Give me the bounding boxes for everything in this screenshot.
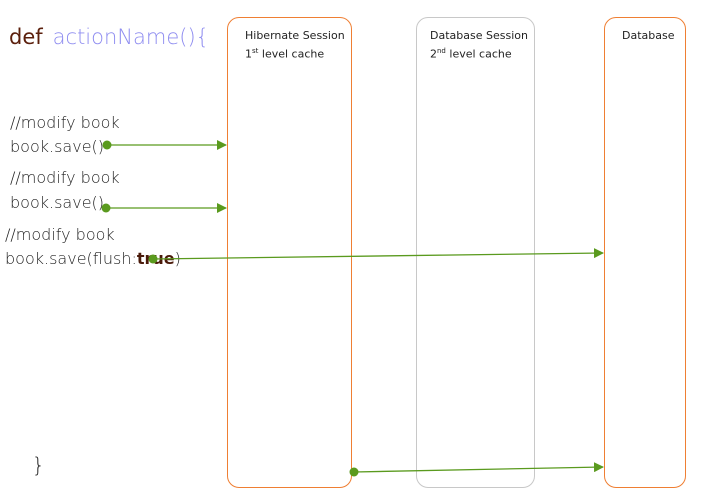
database-lane: Database — [604, 17, 686, 488]
first-level-cache-label: 1st level cache — [245, 47, 324, 61]
save-1-arrow — [102, 140, 227, 150]
database-session-title: Database Session — [430, 29, 528, 42]
statement-save-2: book.save() — [10, 193, 105, 212]
commit-arrow — [349, 462, 604, 477]
database-title: Database — [622, 29, 675, 42]
statement-save-1: book.save() — [10, 137, 105, 156]
second-level-cache-label: 2nd level cache — [430, 47, 512, 61]
comment-modify-book-3: //modify book — [5, 225, 115, 244]
first-level-text: level cache — [258, 47, 325, 61]
commit-arrow-line — [353, 462, 604, 473]
function-declaration: def actionName(){ — [9, 25, 209, 49]
hibernate-session-title: Hibernate Session — [245, 29, 345, 42]
closing-brace: } — [32, 453, 45, 477]
second-level-number: 2 — [430, 47, 437, 61]
function-name: actionName(){ — [52, 25, 209, 49]
save-flush-prefix: book.save(flush: — [5, 249, 137, 268]
second-level-ordinal: nd — [437, 47, 446, 55]
comment-modify-book-1: //modify book — [10, 113, 120, 132]
hibernate-session-lane: Hibernate Session 1st level cache — [227, 17, 352, 488]
flush-arrow-line — [152, 248, 604, 260]
database-session-lane: Database Session 2nd level cache — [416, 17, 535, 488]
comment-modify-book-2: //modify book — [10, 168, 120, 187]
first-level-ordinal: st — [252, 47, 259, 55]
flush-arrow — [148, 248, 604, 264]
first-level-number: 1 — [245, 47, 252, 61]
save-2-arrow — [101, 203, 227, 213]
def-keyword: def — [9, 25, 43, 49]
second-level-text: level cache — [445, 47, 512, 61]
